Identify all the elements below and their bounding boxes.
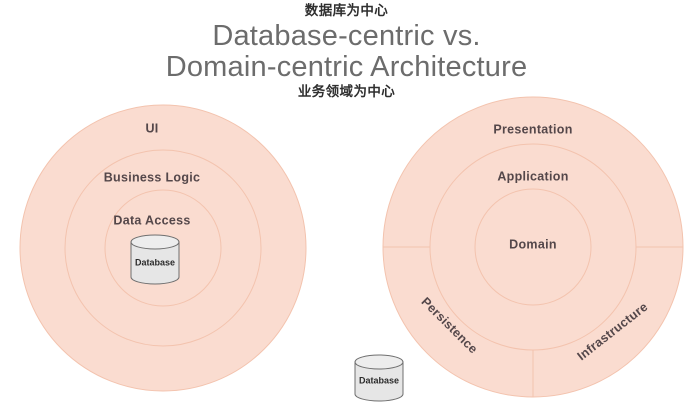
left-database-cylinder: Database bbox=[130, 234, 180, 285]
right-ring-label-domain: Domain bbox=[509, 237, 557, 251]
db-icon-label-external: Database bbox=[359, 375, 399, 385]
external-database-cylinder: Database bbox=[354, 354, 404, 402]
db-icon-body-left bbox=[130, 241, 180, 285]
right-ring-label-application: Application bbox=[497, 169, 568, 183]
right-ring-domain-outline bbox=[474, 188, 592, 306]
right-ring-label-presentation: Presentation bbox=[493, 122, 572, 136]
db-icon-body-external bbox=[354, 361, 404, 402]
left-ring-label-data-access: Data Access bbox=[113, 213, 190, 227]
right-diagram-group: Presentation Application Domain Persiste… bbox=[382, 96, 684, 398]
left-ring-ui-outline bbox=[19, 104, 307, 392]
left-ring-label-ui: UI bbox=[145, 121, 158, 135]
db-icon-top-left bbox=[130, 234, 180, 250]
right-ring-presentation bbox=[383, 97, 683, 397]
db-icon-top-external bbox=[354, 354, 404, 370]
db-icon-label-left: Database bbox=[135, 257, 175, 267]
left-ring-label-business-logic: Business Logic bbox=[104, 170, 201, 184]
left-ring-business-logic-outline bbox=[64, 149, 262, 347]
left-ring-data-access-outline bbox=[104, 189, 222, 307]
left-diagram-group: UI Business Logic Data Access Database bbox=[19, 104, 307, 392]
